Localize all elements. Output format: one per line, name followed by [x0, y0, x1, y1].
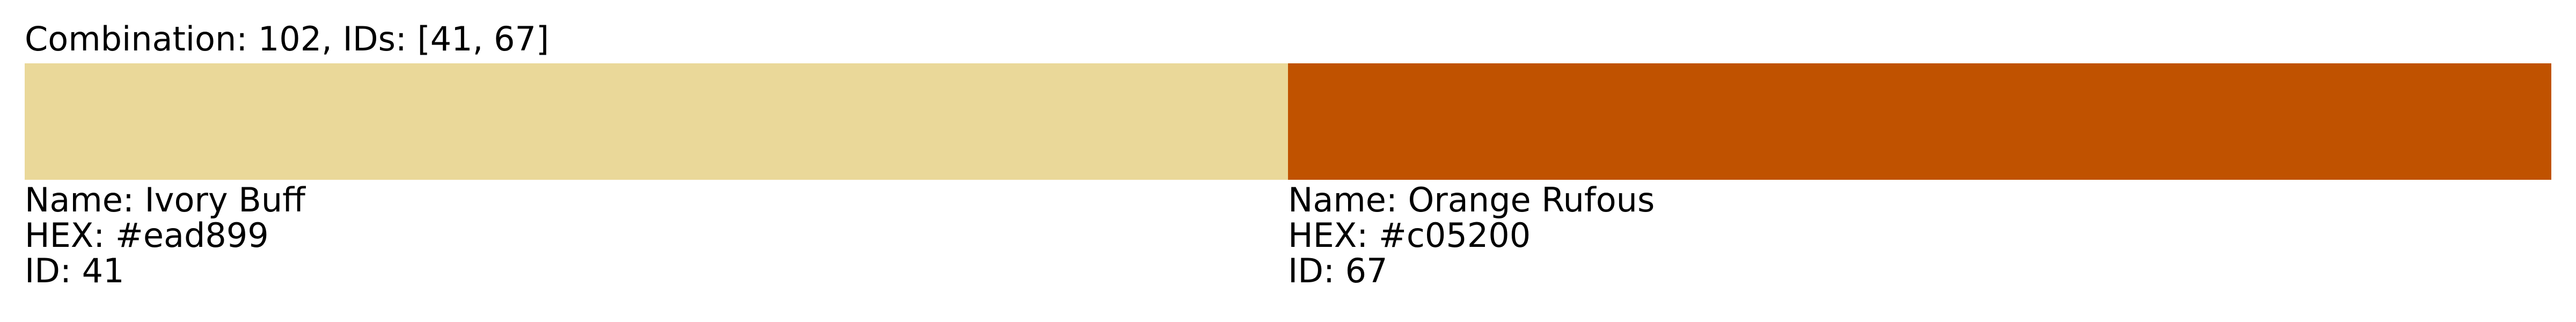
- color-hex-label: HEX: #ead899: [25, 216, 269, 255]
- color-info-2: Name: Orange Rufous HEX: #c05200 ID: 67: [1288, 182, 1655, 289]
- color-id-label: ID: 67: [1288, 251, 1388, 290]
- color-info-1: Name: Ivory Buff HEX: #ead899 ID: 41: [25, 182, 305, 289]
- color-name-label: Name: Orange Rufous: [1288, 180, 1655, 219]
- color-swatch-orange-rufous: [1288, 63, 2551, 180]
- combination-title: Combination: 102, IDs: [41, 67]: [25, 19, 550, 58]
- color-swatch-ivory-buff: [25, 63, 1288, 180]
- color-name-label: Name: Ivory Buff: [25, 180, 305, 219]
- color-hex-label: HEX: #c05200: [1288, 216, 1531, 255]
- color-id-label: ID: 41: [25, 251, 125, 290]
